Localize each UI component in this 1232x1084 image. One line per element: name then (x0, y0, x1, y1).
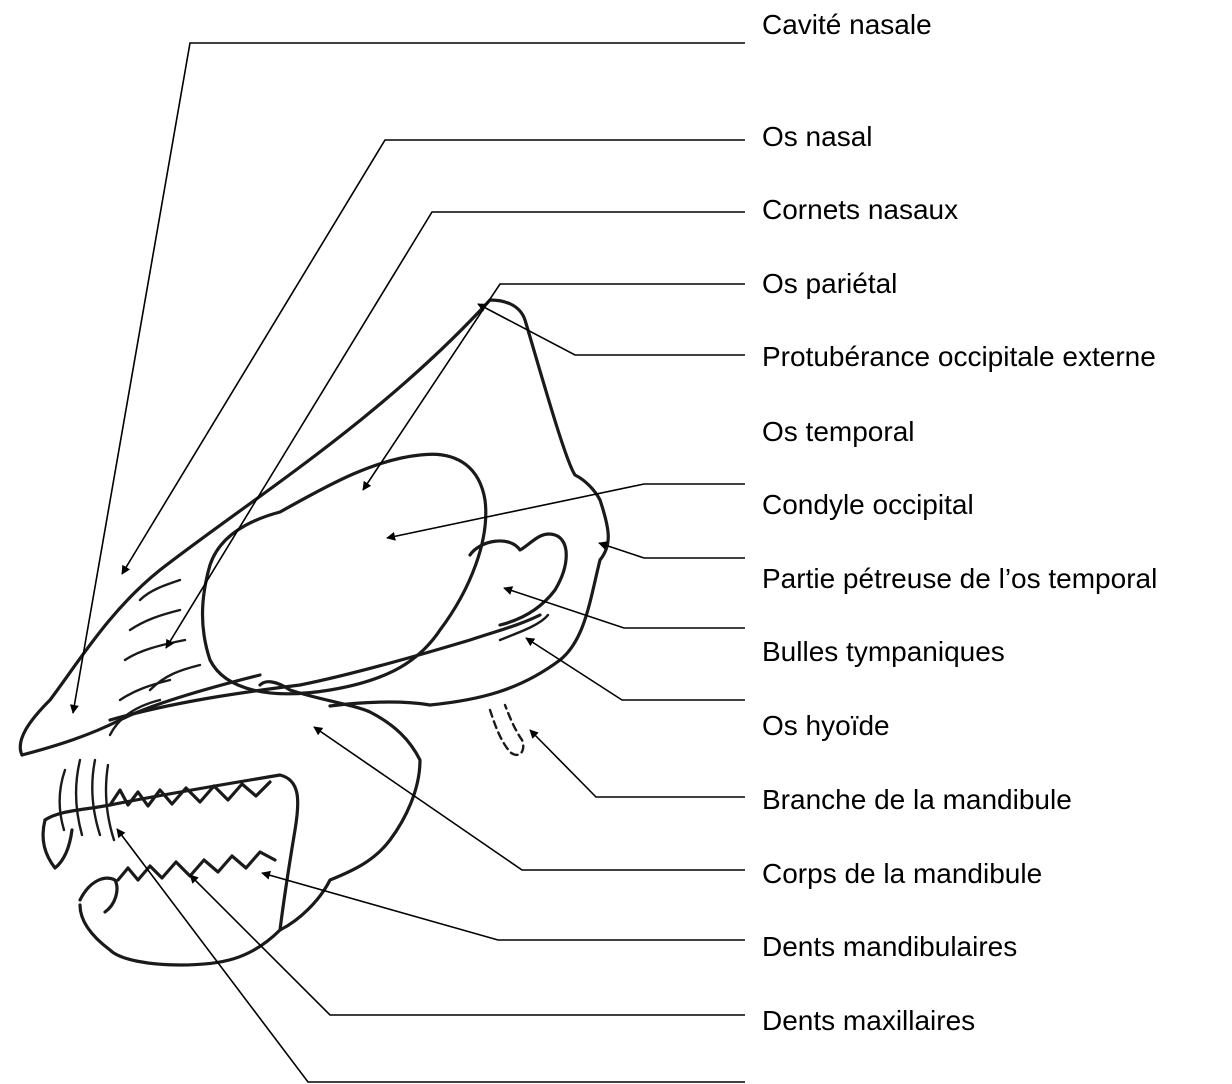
leader-dents-mandibulaires (190, 875, 745, 1015)
leader-lines (73, 43, 745, 1082)
orbit-outline (203, 454, 486, 694)
zygomatic-arch (110, 615, 540, 720)
lower-canine (43, 820, 72, 868)
tympanic-bulla (470, 534, 566, 625)
label-dents-maxillaires: Dents maxillaires (762, 1007, 975, 1035)
label-os-temporal: Os temporal (762, 418, 915, 446)
label-os-nasal: Os nasal (762, 123, 873, 151)
leader-os-temporal (387, 484, 745, 538)
cranium-outline (20, 300, 608, 755)
leader-os-parietal (363, 284, 745, 490)
maxillary-teeth (110, 782, 270, 806)
incisor-lines (60, 760, 114, 840)
label-branche-mandibule: Branche de la mandibule (762, 786, 1072, 814)
label-os-hyoide: Os hyoïde (762, 712, 890, 740)
label-corps-mandibule: Corps de la mandibule (762, 860, 1042, 888)
skull-outline (20, 300, 608, 965)
label-os-parietal: Os pariétal (762, 270, 897, 298)
leader-hyoide (530, 730, 745, 797)
hyoid-bone-dashed (490, 705, 523, 755)
label-cornets-nasaux: Cornets nasaux (762, 196, 958, 224)
leader-condyle (599, 543, 745, 558)
leader-bulles (526, 638, 745, 700)
label-partie-petreuse: Partie pétreuse de l’os temporal (762, 565, 1157, 593)
upper-canine (80, 878, 117, 912)
label-bulles-tympaniques: Bulles tympaniques (762, 638, 1005, 666)
leader-branche (314, 727, 745, 870)
mandibular-teeth (118, 852, 275, 880)
label-condyle-occipital: Condyle occipital (762, 491, 974, 519)
label-protuberance-occipitale-externe: Protubérance occipitale externe (762, 343, 1156, 371)
label-dents-mandibulaires: Dents mandibulaires (762, 933, 1017, 961)
leader-corps (262, 873, 745, 940)
leader-cornets-nasaux (166, 212, 745, 648)
leader-protuberance (478, 304, 745, 355)
label-cavite-nasale: Cavité nasale (762, 11, 932, 39)
